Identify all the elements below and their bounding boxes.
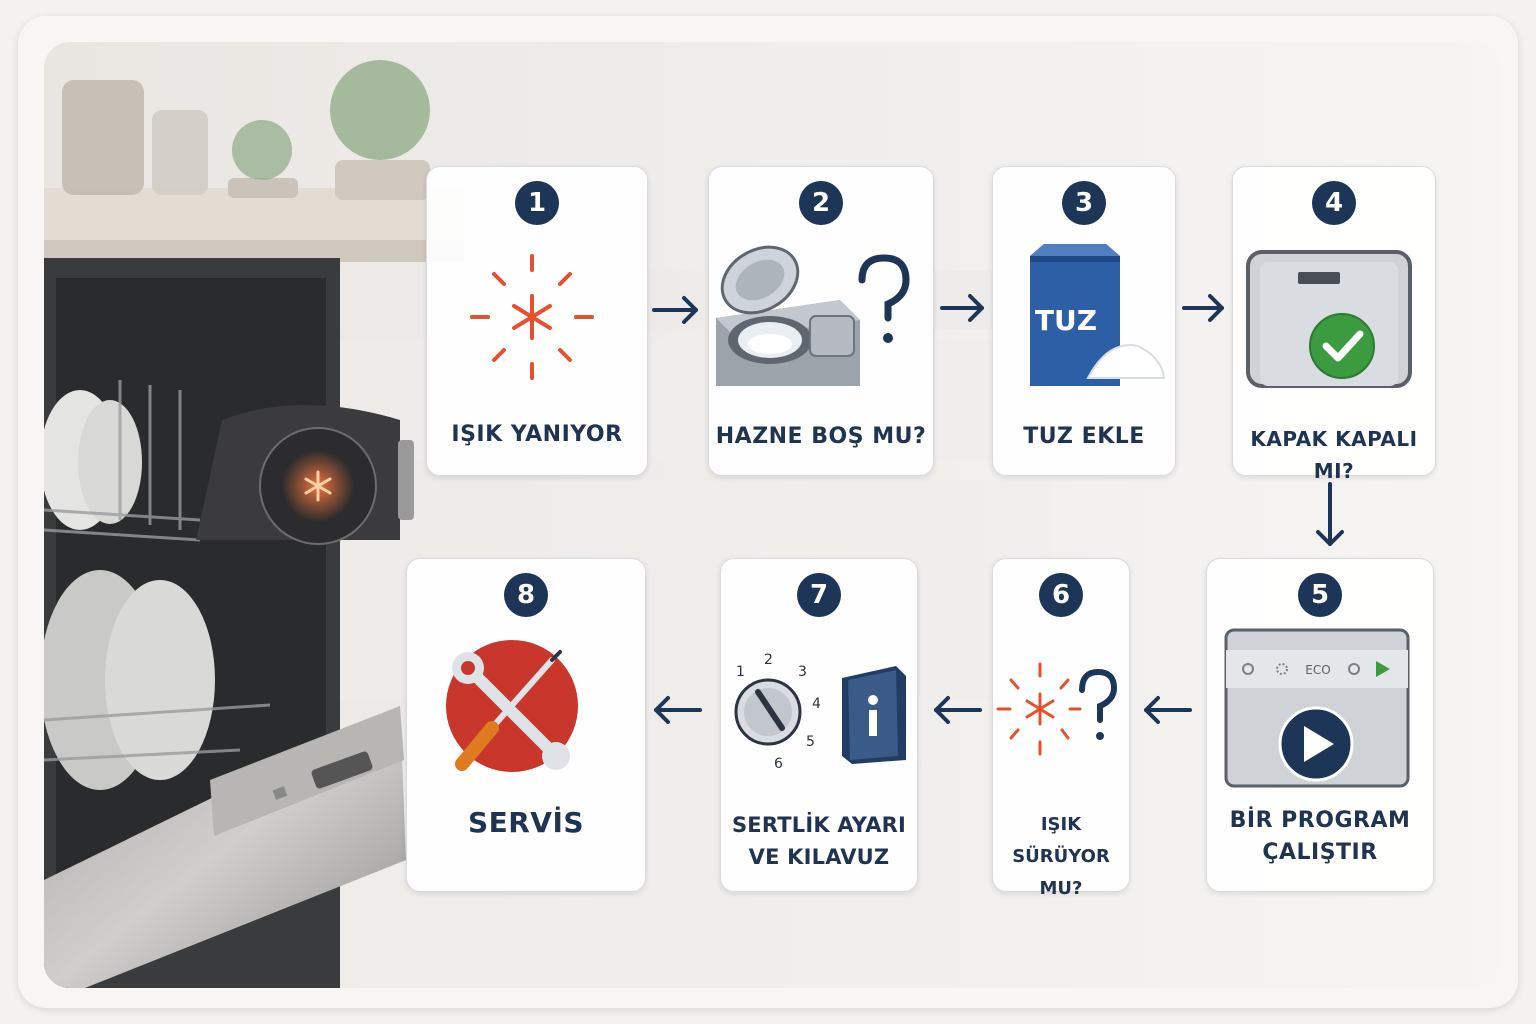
- step-label-line: MU?: [1039, 878, 1083, 899]
- service-tools-icon: [446, 640, 578, 772]
- arrow-3-to-4: [1182, 294, 1224, 322]
- step-card-6: 6 IŞIK SÜRÜYOR MU?: [992, 558, 1130, 899]
- step-number-badge: 6: [1039, 573, 1083, 617]
- step-label-line: IŞIK SÜRÜYOR: [1012, 814, 1110, 867]
- step-label-line: BİR PROGRAM: [1229, 808, 1411, 833]
- step-label-line: VE KILAVUZ: [748, 845, 890, 869]
- step-label-line: SERTLİK AYARI: [731, 813, 907, 837]
- step-label: IŞIK SÜRÜYOR MU?: [993, 809, 1129, 905]
- arrow-5-to-6: [1144, 696, 1192, 724]
- step-number-badge: 1: [515, 181, 559, 225]
- eco-label: ECO: [1305, 663, 1330, 677]
- question-mark-icon: [1079, 668, 1118, 740]
- step-number-badge: 2: [799, 181, 843, 225]
- arrow-1-to-2: [652, 296, 698, 324]
- arrow-4-to-5: [1316, 482, 1344, 546]
- step-number-badge: 3: [1062, 181, 1106, 225]
- step-number-badge: 7: [797, 573, 841, 617]
- hardness-dial-manual-icon: 1 2 34 5 6: [734, 652, 906, 772]
- step-label-line: ÇALIŞTIR: [1262, 840, 1378, 865]
- dial-number: 3: [798, 664, 807, 680]
- step-number-badge: 4: [1312, 181, 1356, 225]
- step-label: SERVİS: [467, 806, 585, 839]
- salt-bag-label: TUZ: [1035, 304, 1097, 337]
- light-persists-question-icon: [996, 662, 1082, 756]
- dial-number: 4: [812, 696, 821, 712]
- salt-compartment-question-icon: [716, 245, 910, 386]
- step-number-badge: 8: [504, 573, 548, 617]
- arrow-7-to-8: [654, 696, 702, 724]
- salt-bag-icon: TUZ: [1030, 244, 1166, 386]
- arrow-2-to-3: [940, 294, 984, 322]
- flashing-light-icon: [470, 254, 594, 380]
- step-label: SERTLİK AYARI VE KILAVUZ: [721, 809, 917, 873]
- lid-closed-check-icon: [1246, 250, 1412, 388]
- arrow-6-to-7: [934, 696, 982, 724]
- dial-number: 2: [764, 652, 773, 668]
- dial-number: 6: [774, 756, 783, 772]
- dial-number: 5: [806, 734, 815, 750]
- step-label: KAPAK KAPALI MI?: [1250, 427, 1418, 483]
- step-label: HAZNE BOŞ MU?: [715, 424, 927, 449]
- step-number-badge: 5: [1298, 573, 1342, 617]
- step-label: IŞIK YANIYOR: [451, 422, 623, 447]
- step-label: TUZ EKLE: [1023, 424, 1145, 449]
- dial-number: 1: [736, 664, 745, 680]
- run-program-icon: ECO: [1224, 628, 1410, 788]
- step-label: BİR PROGRAM ÇALIŞTIR: [1207, 805, 1433, 869]
